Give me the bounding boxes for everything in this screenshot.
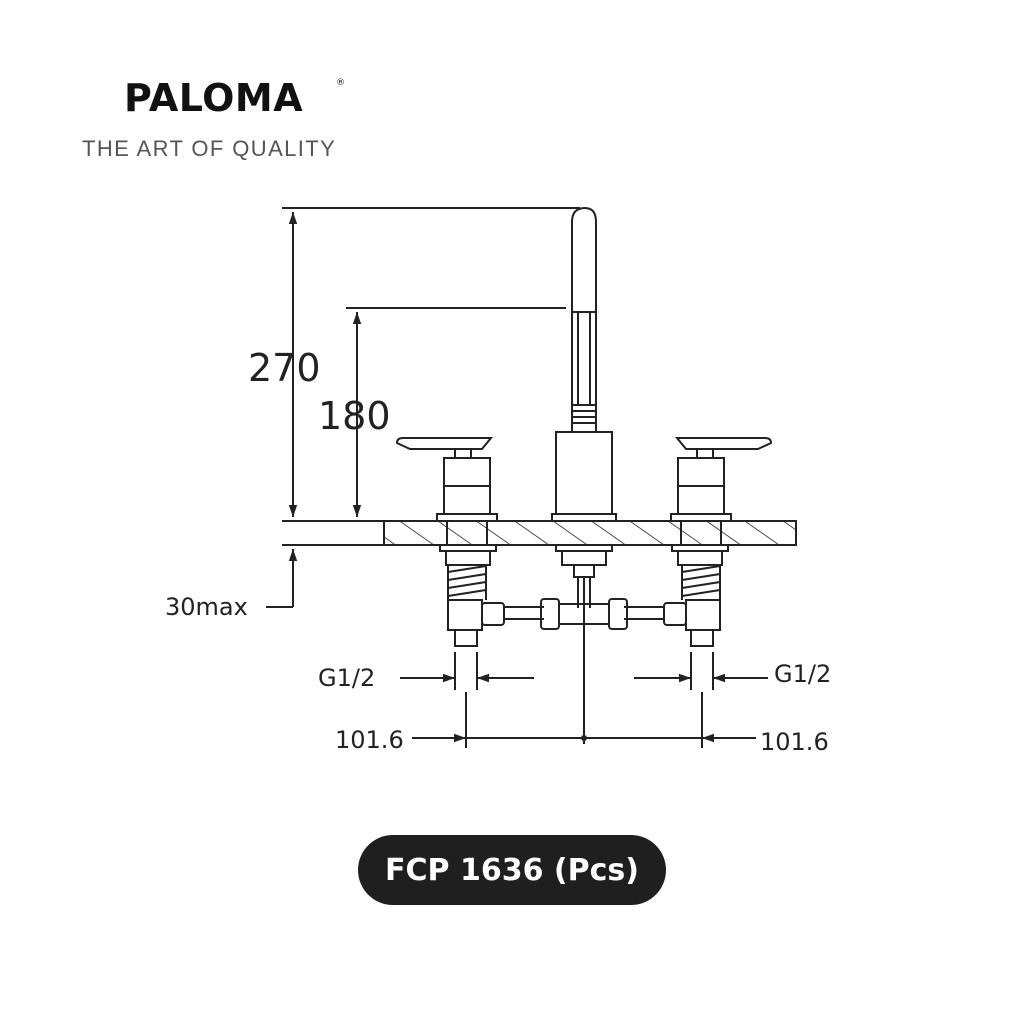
dimension-g12-right (634, 652, 768, 690)
label-spacing-left: 101.6 (335, 726, 404, 754)
left-valve (395, 437, 498, 647)
label-30max: 30max (165, 593, 248, 621)
label-180: 180 (318, 394, 391, 438)
product-code-badge: FCP 1636 (Pcs) (358, 835, 666, 905)
label-spacing-right: 101.6 (760, 728, 829, 756)
countertop-slab (282, 520, 797, 546)
brand-tagline: THE ART OF QUALITY (82, 136, 337, 161)
right-valve (670, 437, 773, 647)
spout (551, 206, 617, 608)
center-point (581, 735, 587, 741)
dimension-g12-left (400, 652, 534, 690)
label-g12-left: G1/2 (318, 664, 375, 692)
label-270: 270 (248, 346, 321, 390)
label-g12-right: G1/2 (774, 660, 831, 688)
brand-logo: PALOMA (124, 76, 304, 120)
dimension-30max (266, 549, 298, 608)
dimension-270 (282, 207, 580, 517)
registered-mark: ® (336, 78, 345, 88)
dimension-180 (346, 307, 566, 517)
